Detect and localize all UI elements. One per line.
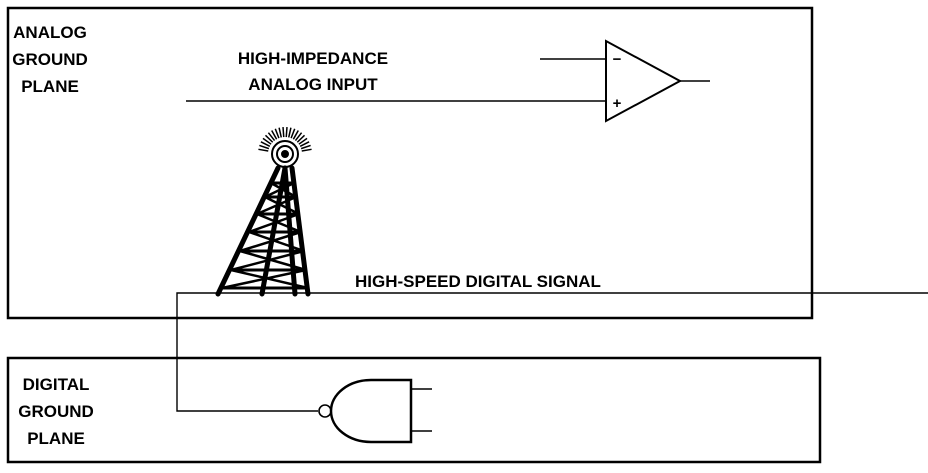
tower-ray <box>298 137 308 145</box>
tower-ray <box>294 132 303 142</box>
tower-ray <box>278 127 283 138</box>
analog-input-label-line-2: ANALOG INPUT <box>248 75 378 94</box>
digital-ground-plane-box <box>6 356 822 464</box>
tower-ray <box>290 128 296 139</box>
digital-ground-plane-label: DIGITAL GROUND PLANE <box>18 375 94 448</box>
op-amp-plus-sign: + <box>613 95 622 112</box>
tower-ray <box>282 127 285 138</box>
tower-ray <box>260 141 271 147</box>
digital-label-line-2: GROUND <box>18 402 94 421</box>
digital-label-line-1: DIGITAL <box>23 375 90 394</box>
tower-ray <box>259 144 270 150</box>
tower-ray <box>271 130 278 140</box>
tower-ray <box>262 137 272 145</box>
tower-ray <box>296 134 306 143</box>
tower-ray <box>300 144 311 150</box>
tower-ray <box>292 130 299 140</box>
tower-ray <box>274 128 280 139</box>
op-amp-minus-sign: − <box>613 51 622 68</box>
tower-ray <box>258 148 269 152</box>
digital-label-line-3: PLANE <box>27 429 85 448</box>
tower-ray <box>301 148 312 152</box>
radio-tower-icon <box>215 127 312 297</box>
op-amp-icon: − + <box>605 39 710 123</box>
analog-label-line-1: ANALOG <box>13 23 87 42</box>
tower-ray <box>285 127 288 138</box>
tower-ray <box>267 132 276 142</box>
analog-ground-plane-box <box>6 6 814 320</box>
tower-ray <box>299 141 310 147</box>
analog-input-label: HIGH-IMPEDANCE ANALOG INPUT <box>238 49 388 94</box>
digital-signal-label: HIGH-SPEED DIGITAL SIGNAL <box>355 272 601 291</box>
inversion-bubble <box>318 404 332 418</box>
analog-ground-plane-label: ANALOG GROUND PLANE <box>12 23 88 96</box>
analog-label-line-3: PLANE <box>21 77 79 96</box>
digital-signal-trace <box>176 292 928 412</box>
nand-gate-icon <box>318 378 432 444</box>
tower-ray <box>264 134 274 143</box>
tower-ray <box>287 127 292 138</box>
analog-input-label-line-1: HIGH-IMPEDANCE <box>238 49 388 68</box>
analog-label-line-2: GROUND <box>12 50 88 69</box>
